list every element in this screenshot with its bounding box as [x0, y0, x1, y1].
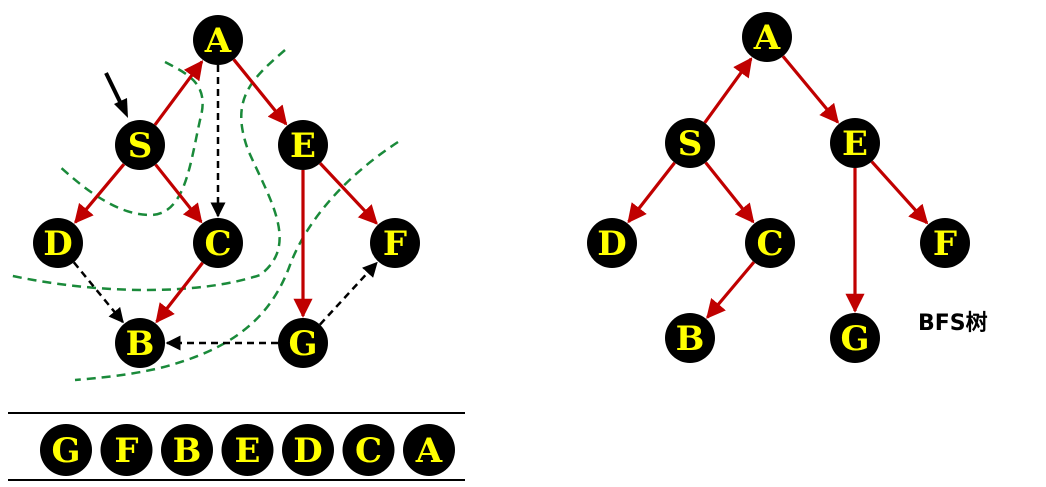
tree-edge-e-f: [318, 162, 378, 225]
node-circle: [278, 318, 328, 368]
node-label: G: [51, 431, 80, 471]
start-pointer-arrow: [104, 72, 128, 118]
node-circle: [370, 218, 420, 268]
search-graph: A S E D C F B G: [33, 15, 420, 368]
level-boundary-2: [7, 49, 286, 292]
node-circle: [115, 120, 165, 170]
node-circle: [342, 424, 395, 476]
node-circle: [193, 218, 243, 268]
queue-item-b: B: [161, 424, 213, 476]
node-circle: [161, 424, 213, 476]
node-circle: [278, 120, 328, 170]
node-circle: [587, 218, 637, 268]
graph-node-s: S: [115, 120, 165, 170]
bfs-tree-edge-e-f: [870, 160, 929, 225]
graph-node-f: F: [370, 218, 420, 268]
non-tree-edge-g-f: [319, 261, 378, 326]
bfs-tree-node-a: A: [742, 12, 792, 62]
tree-edge-s-a: [153, 60, 204, 126]
level-boundaries: [7, 49, 399, 382]
node-label: F: [114, 431, 138, 471]
node-label: C: [355, 431, 382, 471]
node-circle: [33, 218, 83, 268]
tree-edge-c-b: [155, 261, 204, 324]
node-label: A: [753, 18, 781, 58]
node-label: F: [933, 224, 957, 264]
node-circle: [742, 12, 792, 62]
bfs-tree-edge-s-a: [703, 57, 753, 124]
bfs-tree-node-e: E: [830, 118, 880, 168]
bfs-tree-edge-s-d: [627, 161, 676, 224]
node-label: E: [842, 124, 868, 164]
queue-item-f: F: [100, 424, 153, 476]
node-label: D: [597, 224, 626, 264]
node-label: B: [676, 319, 705, 359]
node-circle: [830, 118, 880, 168]
node-label: S: [128, 126, 153, 166]
node-label: B: [126, 324, 155, 364]
non-tree-edge-d-b: [72, 261, 124, 324]
queue-item-d: D: [282, 424, 334, 476]
node-label: C: [204, 224, 231, 264]
node-circle: [193, 15, 243, 65]
bfs-tree-node-s: S: [665, 118, 715, 168]
node-circle: [745, 218, 795, 268]
bfs-tree: A S E D C F B G: [587, 12, 970, 363]
graph-node-e: E: [278, 120, 328, 170]
tree-edge-s-d: [74, 163, 126, 224]
level-boundary-1: [57, 60, 204, 217]
node-label: C: [756, 224, 783, 264]
node-label: D: [43, 224, 72, 264]
node-label: D: [293, 431, 322, 471]
graph-node-a: A: [193, 15, 243, 65]
node-circle: [920, 218, 970, 268]
queue-item-a: A: [403, 424, 455, 476]
node-label: E: [235, 431, 261, 471]
node-circle: [282, 424, 334, 476]
tree-caption: BFS树: [918, 310, 988, 336]
node-label: A: [415, 431, 443, 471]
node-circle: [40, 424, 92, 476]
bfs-tree-edge-s-c: [704, 161, 755, 224]
node-label: G: [288, 324, 317, 364]
graph-node-g: G: [278, 318, 328, 368]
tree-edge-s-c: [154, 163, 203, 224]
node-circle: [830, 313, 880, 363]
bfs-tree-edge-a-e: [781, 55, 839, 124]
graph-node-d: D: [33, 218, 83, 268]
node-circle: [115, 318, 165, 368]
node-circle: [221, 424, 274, 476]
node-circle: [100, 424, 153, 476]
bfs-tree-node-f: F: [920, 218, 970, 268]
node-label: S: [678, 124, 703, 164]
graph-node-b: B: [115, 318, 165, 368]
graph-node-c: C: [193, 218, 243, 268]
node-circle: [665, 313, 715, 363]
node-label: E: [290, 126, 316, 166]
queue-item-e: E: [221, 424, 274, 476]
bfs-tree-node-g: G: [830, 313, 880, 363]
node-label: B: [173, 431, 202, 471]
queue-item-c: C: [342, 424, 395, 476]
queue-item-g: G: [40, 424, 92, 476]
node-label: A: [204, 21, 232, 61]
bfs-tree-node-d: D: [587, 218, 637, 268]
bfs-tree-edge-c-b: [706, 261, 756, 319]
tree-edge-a-e: [232, 58, 288, 126]
bfs-tree-node-b: B: [665, 313, 715, 363]
node-circle: [665, 118, 715, 168]
bfs-tree-node-c: C: [745, 218, 795, 268]
node-label: G: [840, 319, 869, 359]
node-circle: [403, 424, 455, 476]
node-label: F: [383, 224, 407, 264]
